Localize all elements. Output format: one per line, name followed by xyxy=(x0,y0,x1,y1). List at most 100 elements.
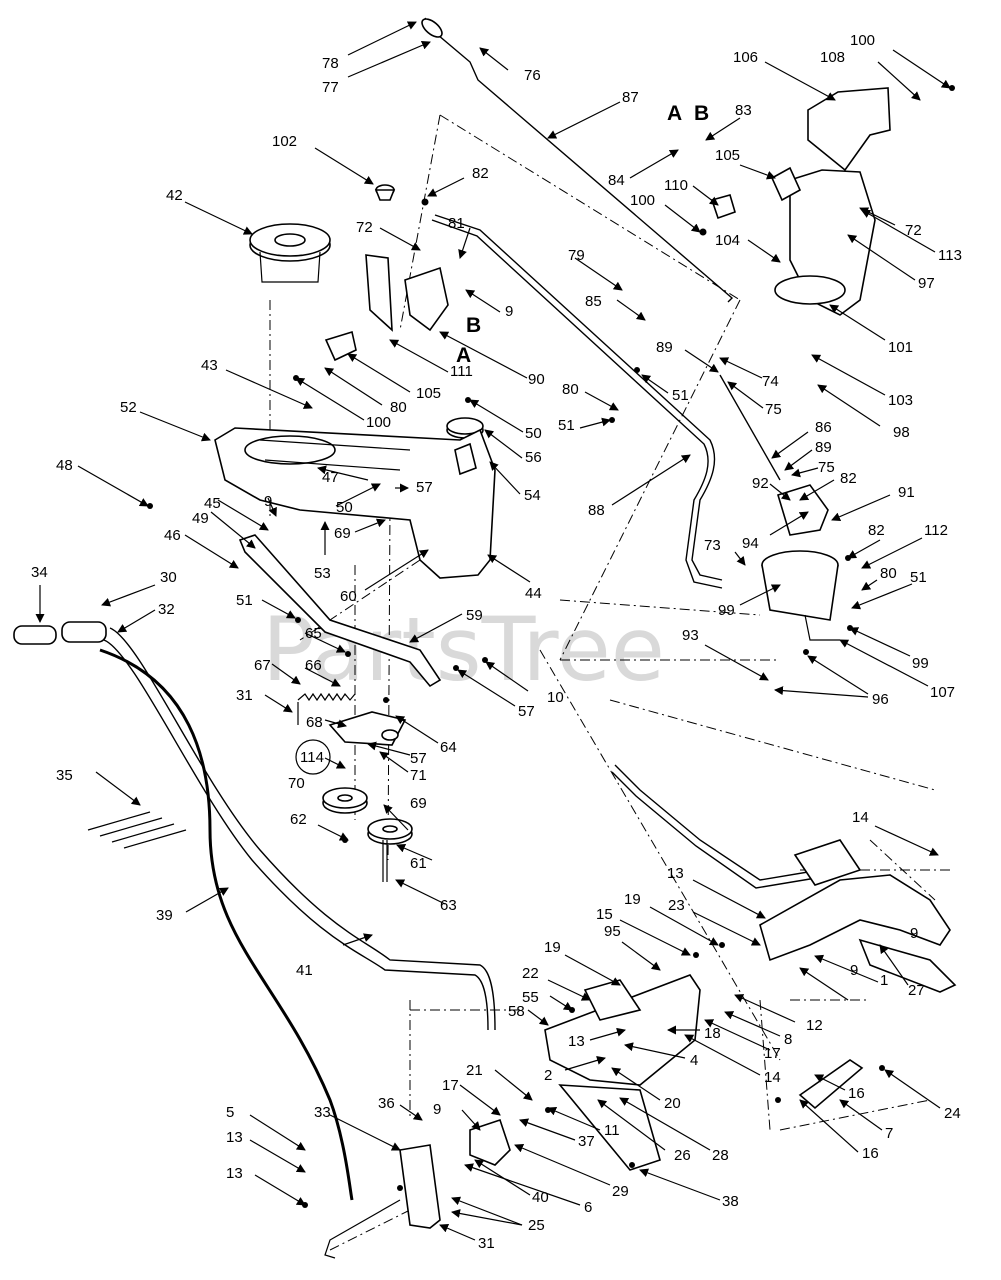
part-label: 24 xyxy=(944,1105,961,1122)
shift-lever-14 xyxy=(611,764,821,889)
part-label: 9 xyxy=(264,493,272,510)
part-label: 95 xyxy=(604,923,621,940)
part-label: 111 xyxy=(450,363,473,380)
part-label: 48 xyxy=(56,457,73,474)
pulley-61 xyxy=(367,818,413,882)
part-label: 21 xyxy=(466,1062,483,1079)
part-label: 44 xyxy=(525,585,542,602)
part-label: 42 xyxy=(166,187,183,204)
idler-bracket-71 xyxy=(328,711,407,746)
spring-67 xyxy=(297,692,356,725)
part-label: 110 xyxy=(664,177,688,194)
part-114-circle: 114 xyxy=(295,739,331,775)
part-label: 89 xyxy=(815,439,832,456)
part-label: 67 xyxy=(254,657,271,674)
knob-102 xyxy=(374,184,396,201)
part-label: 88 xyxy=(588,502,605,519)
part-label: 27 xyxy=(908,982,925,999)
cables-35 xyxy=(87,811,187,849)
leader-arrows xyxy=(35,21,951,1241)
pulley-42 xyxy=(249,223,331,283)
part-label: 56 xyxy=(525,449,542,466)
part-label: 112 xyxy=(924,522,948,539)
part-label: 34 xyxy=(31,564,48,581)
shift-arm-16 xyxy=(798,1059,864,1110)
part-label: 50 xyxy=(525,425,542,442)
shift-bracket-28 xyxy=(469,1118,511,1166)
part-label: 101 xyxy=(888,339,913,356)
part-label: 60 xyxy=(340,588,357,605)
part-label: 15 xyxy=(596,906,613,923)
part-label: 99 xyxy=(718,602,735,619)
part-label: 98 xyxy=(893,424,910,441)
part-label: 66 xyxy=(305,657,322,674)
part-label: 114 xyxy=(300,749,324,766)
part-label: 107 xyxy=(930,684,955,701)
part-label: 36 xyxy=(378,1095,395,1112)
part-label: 43 xyxy=(201,357,218,374)
handle-grip-34 xyxy=(13,621,107,645)
part-number-labels: 78 77 76 87 106 108 100 A B 83 84 105 11… xyxy=(31,32,962,1252)
part-label: 41 xyxy=(296,962,313,979)
part-label: 50 xyxy=(336,499,353,516)
part-label: 69 xyxy=(334,525,351,542)
part-label: 47 xyxy=(322,469,339,486)
part-label: 103 xyxy=(888,392,913,409)
part-label: 10 xyxy=(547,689,564,706)
part-label: 51 xyxy=(910,569,927,586)
part-label: 77 xyxy=(322,79,339,96)
part-label: 80 xyxy=(562,381,579,398)
part-label: 31 xyxy=(478,1235,495,1252)
part-label: 85 xyxy=(585,293,602,310)
part-label: 68 xyxy=(306,714,323,731)
part-label: 31 xyxy=(236,687,253,704)
part-label: 9 xyxy=(850,962,858,979)
part-label: 4 xyxy=(690,1052,698,1069)
part-label: 93 xyxy=(682,627,699,644)
part-label: 105 xyxy=(416,385,441,402)
part-label: 17 xyxy=(764,1045,781,1062)
part-label: 59 xyxy=(466,607,483,624)
part-label: 82 xyxy=(840,470,857,487)
part-label: 106 xyxy=(733,49,758,66)
part-label: 92 xyxy=(752,475,769,492)
part-label: 7 xyxy=(885,1125,893,1142)
part-label: 54 xyxy=(524,487,541,504)
part-label: 113 xyxy=(938,247,962,264)
part-label: 80 xyxy=(880,565,897,582)
part-label: 75 xyxy=(818,459,835,476)
control-cable-39 xyxy=(99,648,354,1201)
part-label: 13 xyxy=(226,1129,243,1146)
part-label: 105 xyxy=(715,147,740,164)
part-label: 13 xyxy=(568,1033,585,1050)
part-label: 29 xyxy=(612,1183,629,1200)
part-label: 91 xyxy=(898,484,915,501)
part-label: 104 xyxy=(715,232,740,249)
part-label: 63 xyxy=(440,897,457,914)
pivot-bracket-92 xyxy=(719,374,829,536)
part-label: 102 xyxy=(272,133,297,150)
part-label: 89 xyxy=(656,339,673,356)
part-label: 82 xyxy=(868,522,885,539)
part-label: 14 xyxy=(852,809,869,826)
part-label: 9 xyxy=(433,1101,441,1118)
part-label: 90 xyxy=(528,371,545,388)
part-label: 99 xyxy=(912,655,929,672)
part-label: 18 xyxy=(704,1025,721,1042)
part-label: 57 xyxy=(416,479,433,496)
part-label: 9 xyxy=(910,925,918,942)
part-label: 65 xyxy=(305,625,322,642)
chute-deflector xyxy=(710,87,891,316)
part-label: 28 xyxy=(712,1147,729,1164)
part-label: 87 xyxy=(622,89,639,106)
part-label: 53 xyxy=(314,565,331,582)
part-label: 97 xyxy=(918,275,935,292)
part-label: 13 xyxy=(226,1165,243,1182)
part-label: 40 xyxy=(532,1189,549,1206)
frame-44 xyxy=(214,427,496,579)
part-label: 8 xyxy=(784,1031,792,1048)
part-label: 76 xyxy=(524,67,541,84)
part-label: A xyxy=(667,102,682,125)
part-label: 100 xyxy=(630,192,655,209)
